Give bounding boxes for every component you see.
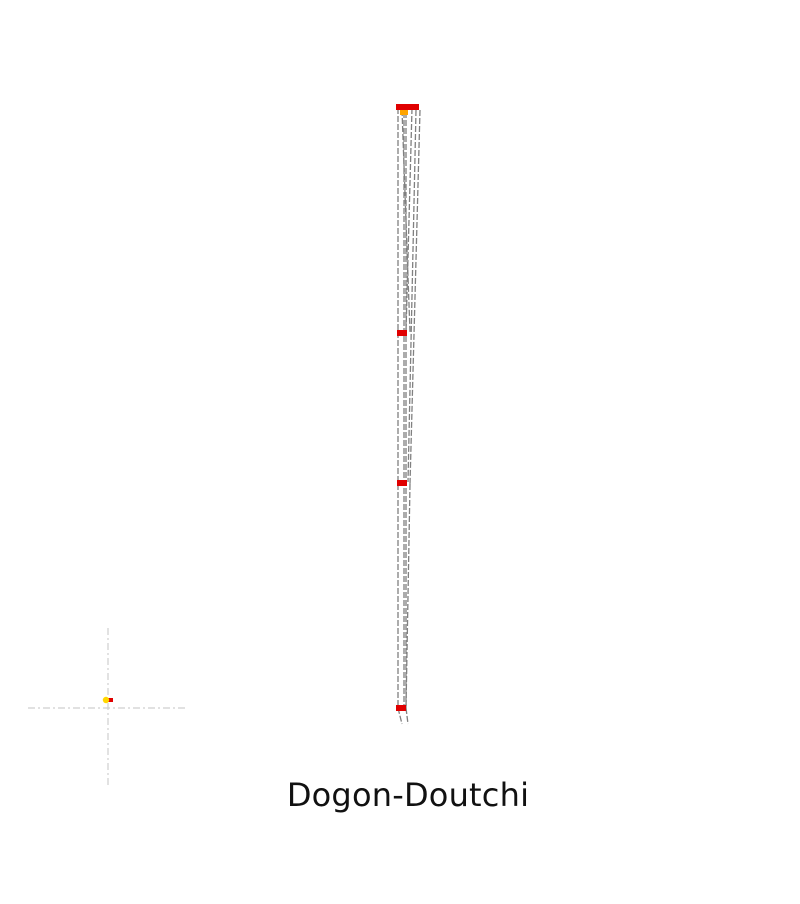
- route-line-branch-5: [405, 483, 411, 709]
- orange-highlight-marker: [400, 110, 408, 115]
- route-line-branch-3: [407, 109, 417, 483]
- red-square-marker-icon: [407, 104, 419, 110]
- locator-dot: [102, 696, 110, 704]
- route-line-branch-4: [409, 109, 421, 485]
- route-markers: [396, 104, 419, 711]
- route-line-bottom-right: [405, 707, 409, 725]
- red-square-marker-icon: [397, 480, 407, 486]
- crosshair-locator-icon: [28, 628, 188, 788]
- red-square-marker-icon: [397, 330, 407, 336]
- place-name-label: Dogon-Doutchi: [286, 776, 530, 814]
- route-line-branch-1: [401, 109, 411, 333]
- route-lines: [397, 107, 421, 725]
- route-line-branch-2: [405, 107, 413, 333]
- red-square-marker-icon: [396, 104, 407, 110]
- red-square-marker-icon: [396, 705, 406, 711]
